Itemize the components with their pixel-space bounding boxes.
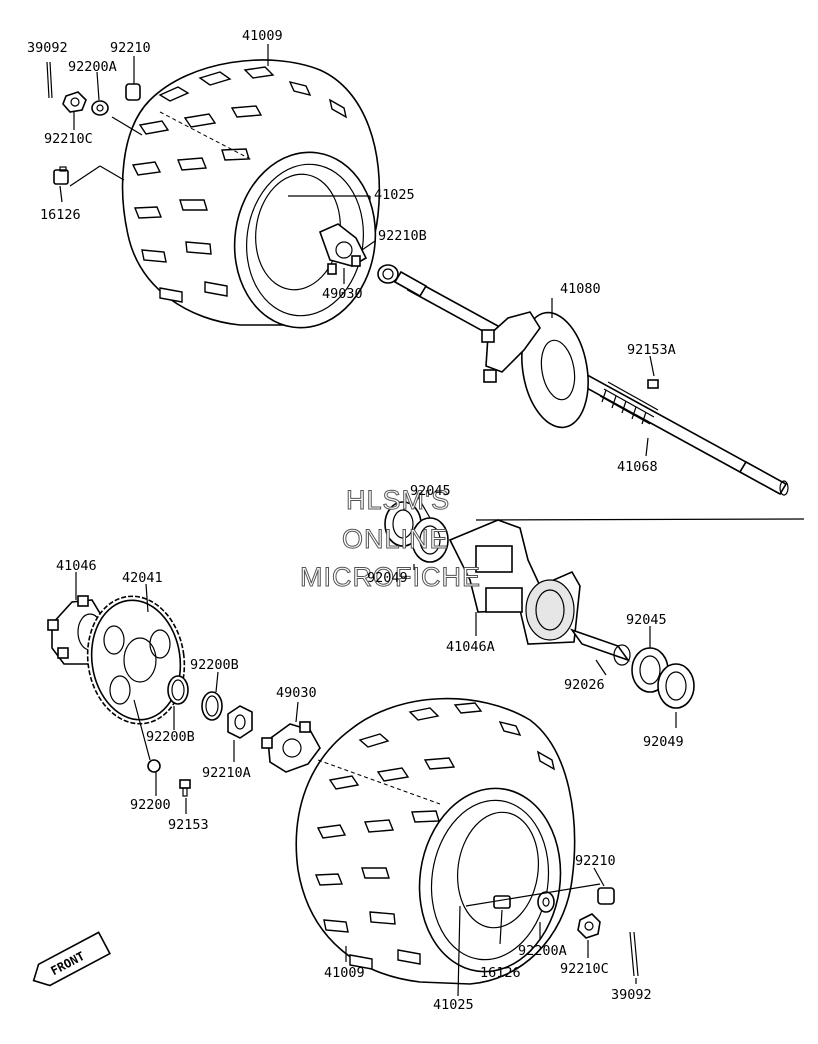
spacer-92200B-icon [201, 691, 223, 721]
top-leader-lines [59, 44, 376, 284]
callout-92200A-top: 92200A [68, 59, 117, 75]
bottom-tire-tread [314, 702, 556, 970]
watermark-line-3: MICROFICHE [300, 562, 481, 592]
callout-49030-top: 49030 [322, 286, 363, 302]
nut-92210A-icon [227, 705, 253, 739]
callout-92049-carrier-top: 92049 [367, 570, 408, 586]
sprocket-spacer-icon [167, 675, 189, 705]
callout-41080: 41080 [560, 281, 601, 297]
bottom-tire [295, 697, 576, 985]
callout-92210-top: 92210 [110, 40, 151, 56]
callout-92210C-top: 92210C [44, 131, 93, 147]
top-washer-icon [91, 100, 109, 116]
watermark: HLSM'S ONLINE MICROFICHE [300, 485, 481, 593]
carrier-leader-lines [404, 496, 677, 728]
callout-92045-carrier-right: 92045 [626, 612, 667, 628]
callout-92049-carrier-right: 92049 [643, 734, 684, 750]
callout-16126-top: 16126 [40, 207, 81, 223]
callout-42041: 42041 [122, 570, 163, 586]
callout-92045-carrier-top: 92045 [410, 483, 451, 499]
callout-41068: 41068 [617, 459, 658, 475]
axle-leader-lines [475, 298, 805, 521]
callout-41025-top: 41025 [374, 187, 415, 203]
sprocket-42041 [86, 595, 186, 725]
callout-41046A: 41046A [446, 639, 495, 655]
bottom-washer-icon [537, 891, 555, 913]
axle-assembly [393, 270, 789, 496]
callout-16126-bottom: 16126 [480, 965, 521, 981]
top-castle-nut-icon [62, 91, 87, 113]
callout-92153A: 92153A [627, 342, 676, 358]
washer-92200-icon [147, 759, 161, 773]
bottom-leader-lines [295, 701, 637, 997]
watermark-line-2: ONLINE [342, 524, 449, 554]
callout-labels: 39092 92210 41009 92200A 92210C 16126 41… [27, 28, 684, 1013]
callout-39092-top: 39092 [27, 40, 68, 56]
callout-92200B-upper: 92200B [190, 657, 239, 673]
callout-92200A-bottom: 92200A [518, 943, 567, 959]
bottom-hub-flange-icon [261, 721, 321, 773]
callout-41025-bottom: 41025 [433, 997, 474, 1013]
top-hub-flange-icon [318, 223, 368, 275]
top-stud-bolt-icon [53, 166, 69, 185]
watermark-line-1: HLSM'S [346, 485, 450, 515]
top-hub-nut-icon [377, 264, 399, 284]
sprocket-leader-lines [75, 572, 235, 814]
top-cotter-pin-icon [46, 61, 53, 99]
top-cap-nut-icon [125, 83, 141, 101]
bearing-carrier [384, 501, 695, 709]
callout-92200: 92200 [130, 797, 171, 813]
callout-92026: 92026 [564, 677, 605, 693]
callout-92210-bottom: 92210 [575, 853, 616, 869]
callout-39092-bottom: 39092 [611, 987, 652, 1003]
callout-41009-bottom: 41009 [324, 965, 365, 981]
callout-92210A: 92210A [202, 765, 251, 781]
callout-41046: 41046 [56, 558, 97, 574]
callout-92153: 92153 [168, 817, 209, 833]
bolt-92153-icon [179, 779, 191, 797]
bottom-cotter-pin-icon [629, 931, 639, 977]
callout-92200B-lower: 92200B [146, 729, 195, 745]
callout-41009-top: 41009 [242, 28, 283, 44]
callout-49030-bottom: 49030 [276, 685, 317, 701]
callout-92210C-bottom: 92210C [560, 961, 609, 977]
top-tire-tread [131, 66, 348, 303]
callout-92210B-top: 92210B [378, 228, 427, 244]
bottom-castle-nut-icon [577, 913, 601, 939]
bottom-cap-nut-icon [597, 887, 615, 905]
front-direction-badge: FRONT [32, 931, 111, 987]
bottom-stud-bolt-icon [493, 895, 511, 909]
top-tire [121, 59, 381, 329]
